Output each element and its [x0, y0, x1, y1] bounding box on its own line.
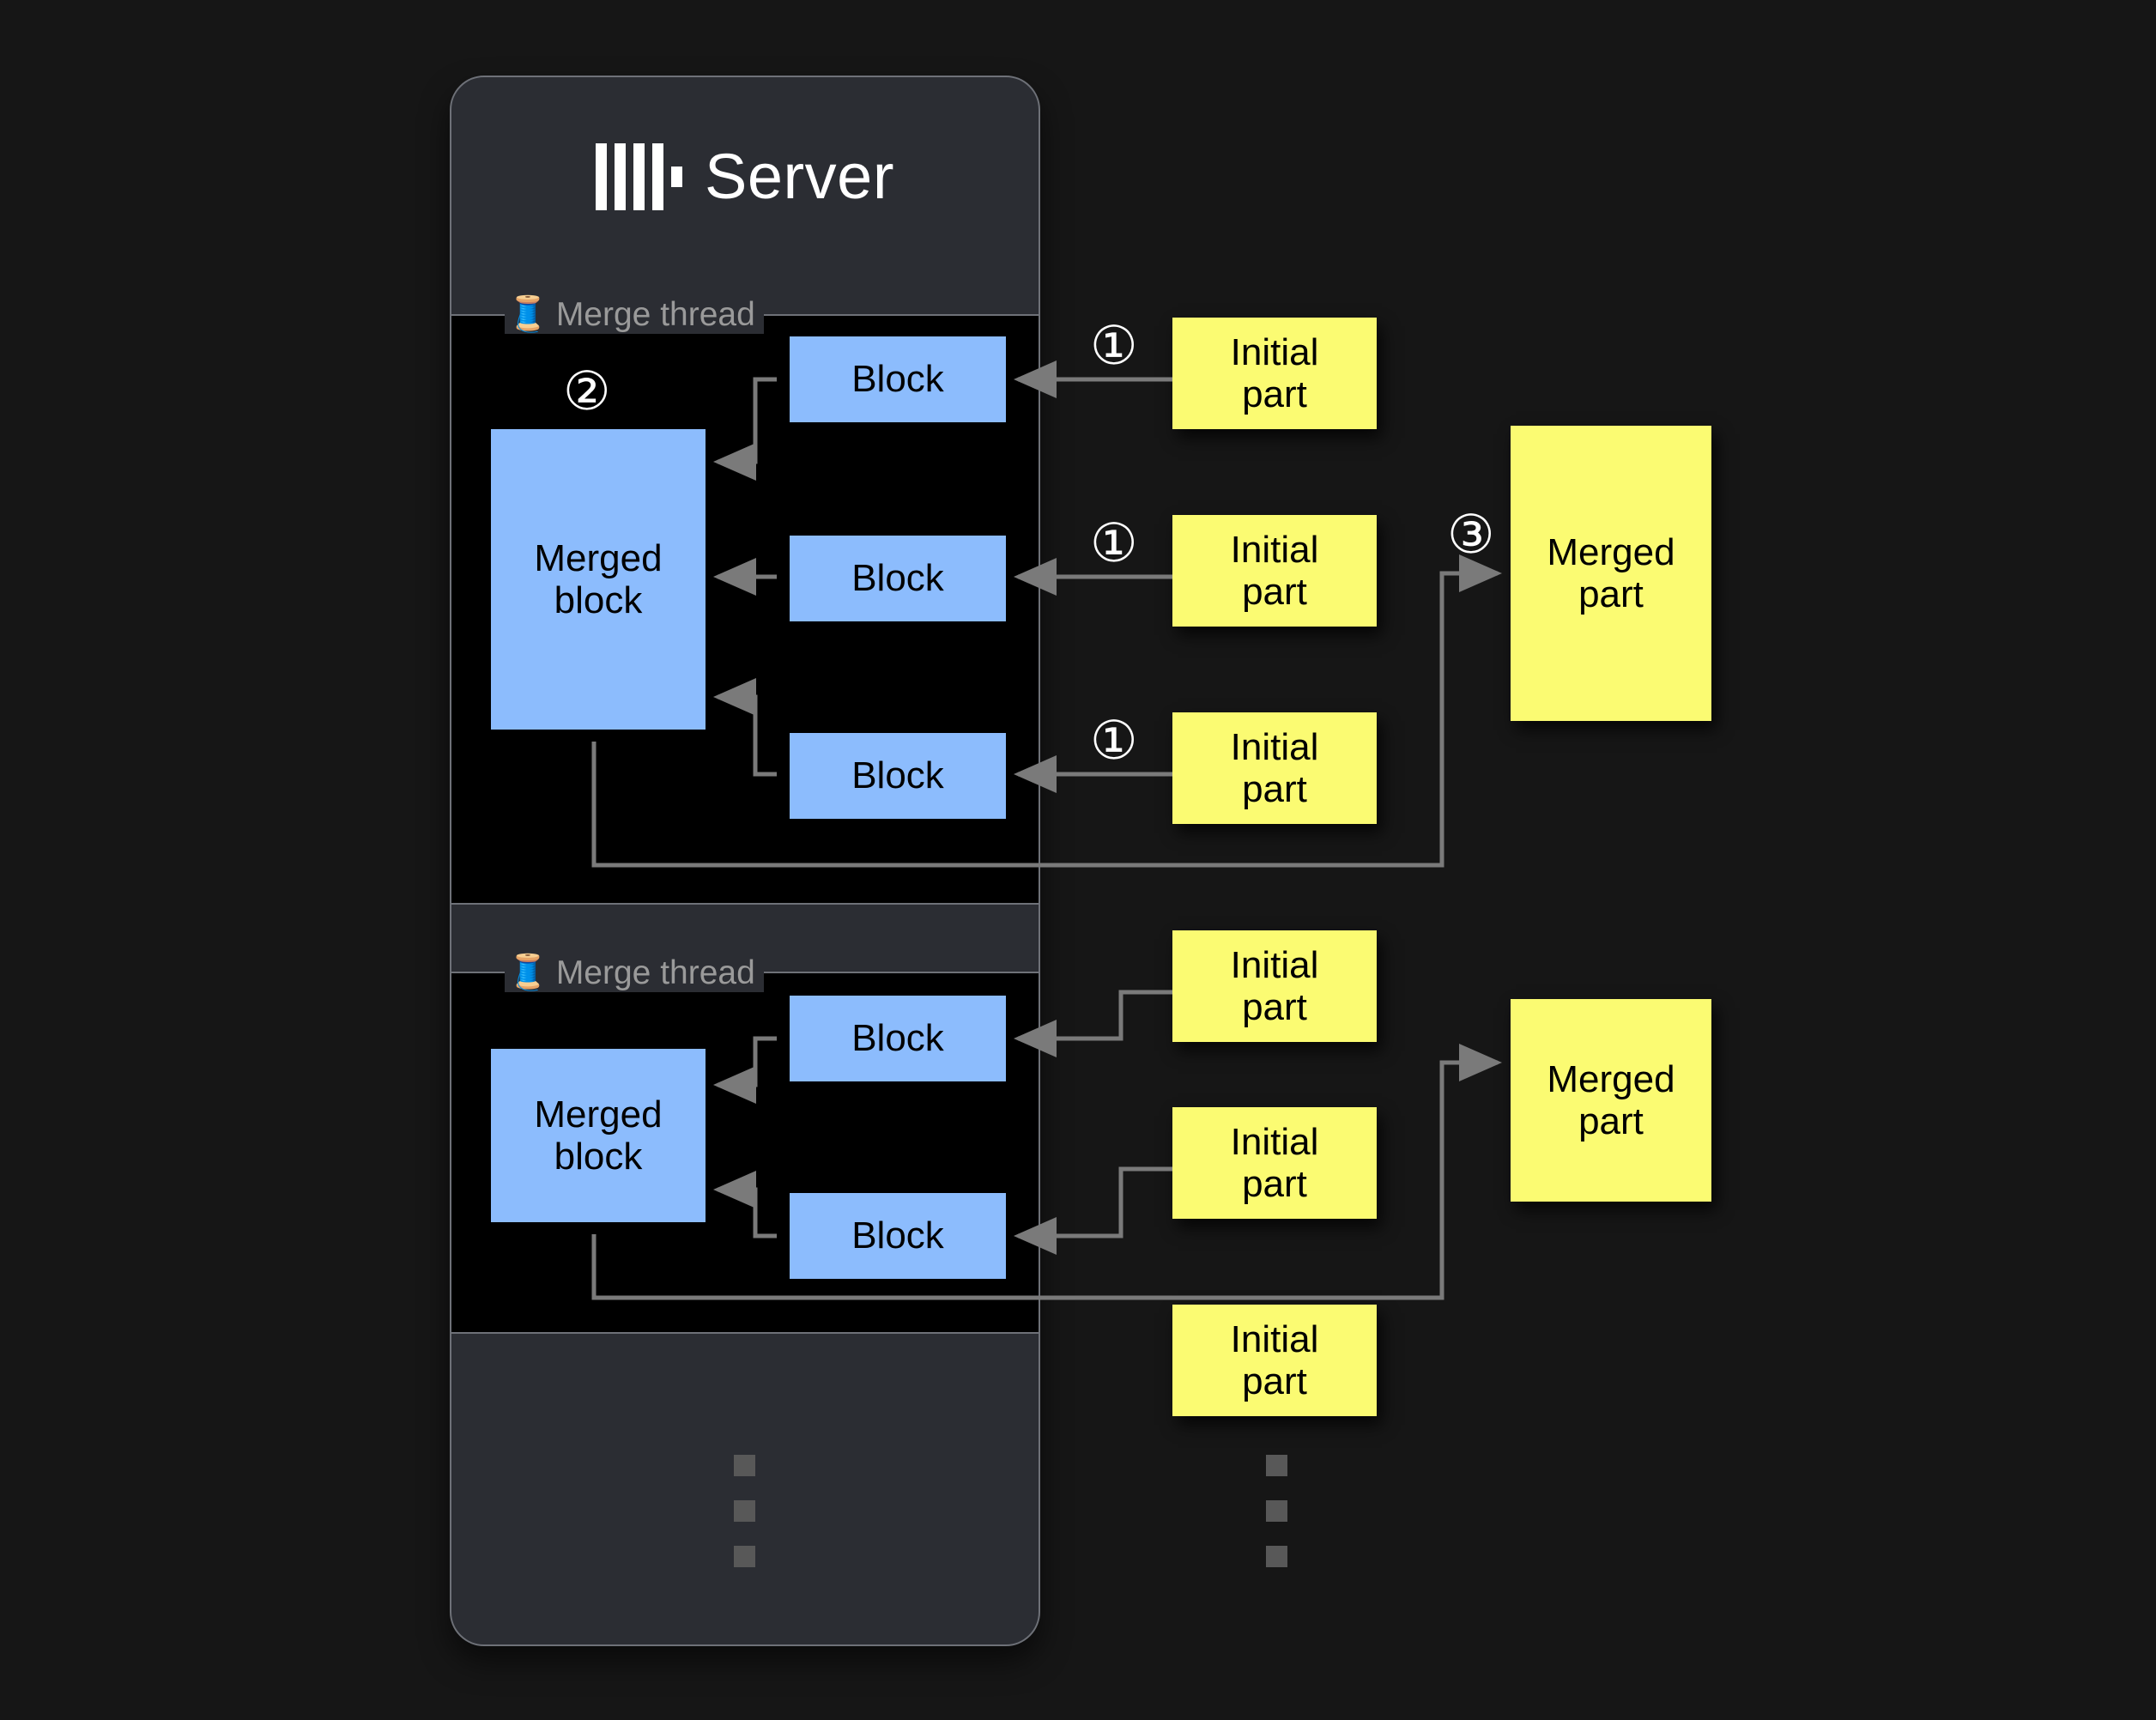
arrow-initialpart-to-block-2-2 — [1014, 1166, 1172, 1255]
block-2-2-text: Block — [851, 1214, 944, 1257]
block-1-1-text: Block — [851, 358, 944, 401]
step-marker-2: ② — [563, 360, 611, 422]
step-marker-1c: ① — [1090, 709, 1138, 772]
thread-spool-icon: 🧵 — [506, 295, 549, 333]
block-2-1: Block — [790, 996, 1006, 1081]
merge-thread-label-text: Merge thread — [555, 954, 755, 991]
merge-thread-label-2: 🧵 Merge thread — [505, 953, 764, 992]
thread-spool-icon: 🧵 — [506, 954, 549, 991]
step-marker-1a: ① — [1090, 314, 1138, 377]
block-1-3: Block — [790, 733, 1006, 819]
block-1-2-text: Block — [851, 557, 944, 600]
step-marker-1b: ① — [1090, 512, 1138, 574]
arrow-initialpart-to-block-2-1 — [1014, 990, 1172, 1057]
merge-thread-label-1: 🧵 Merge thread — [505, 294, 764, 334]
block-2-2: Block — [790, 1193, 1006, 1279]
step-marker-3: ③ — [1447, 503, 1495, 566]
parts-ellipsis — [1266, 1455, 1287, 1567]
block-1-3-text: Block — [851, 754, 944, 797]
block-1-1: Block — [790, 336, 1006, 422]
clickhouse-logo-icon — [596, 143, 683, 210]
server-header: Server — [451, 125, 1039, 228]
block-1-2: Block — [790, 536, 1006, 621]
block-2-1-text: Block — [851, 1017, 944, 1060]
server-ellipsis — [734, 1455, 755, 1567]
merge-thread-label-text: Merge thread — [555, 295, 755, 333]
server-title: Server — [705, 141, 894, 212]
